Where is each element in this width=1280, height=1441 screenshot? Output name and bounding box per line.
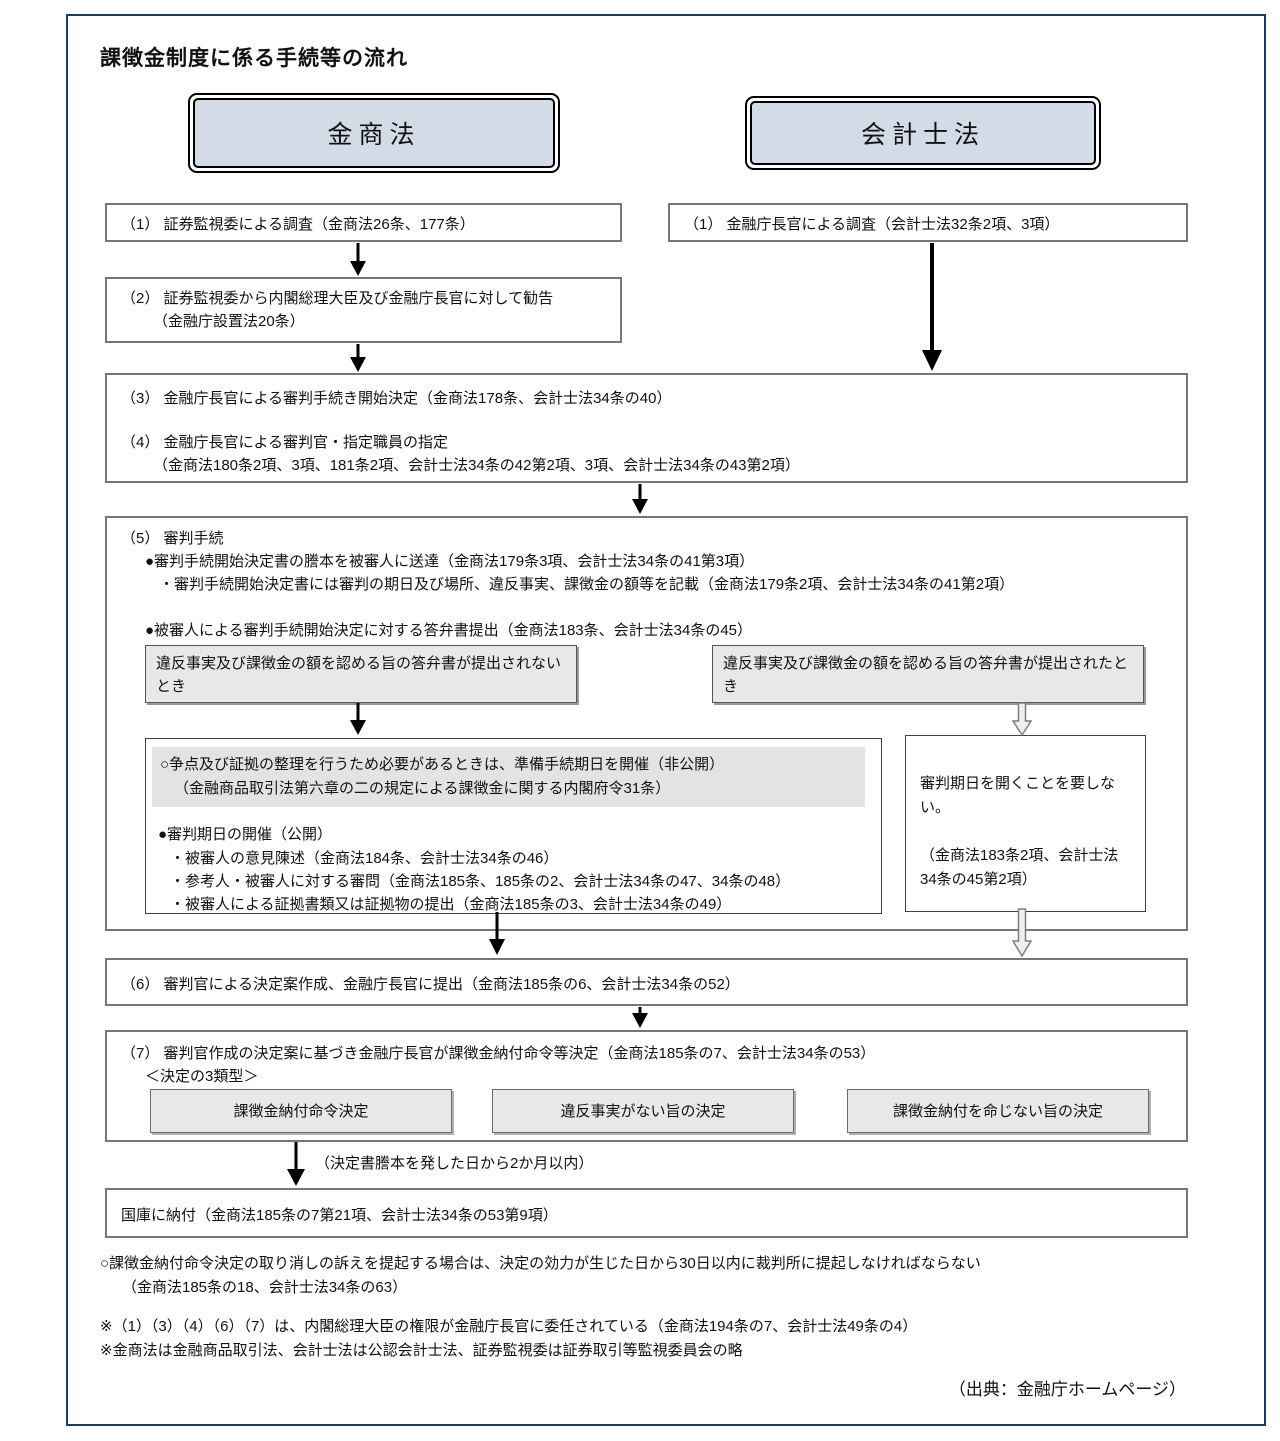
step1-right-text: （1） 金融庁長官による調査（会計士法32条2項、3項）	[684, 216, 1060, 233]
law-header-kinshoho-label: 金商法	[193, 98, 555, 168]
step4-line1: （4） 金融庁長官による審判官・指定職員の指定	[121, 434, 449, 451]
hearing-item-1: ・被審人の意見陳述（金商法184条、会計士法34条の46）	[170, 850, 559, 867]
treasury-text: 国庫に納付（金商法185条の7第21項、会計士法34条の53第9項）	[121, 1207, 558, 1224]
step7-line1: （7） 審判官作成の決定案に基づき金融庁長官が課徴金納付命令等決定（金商法185…	[121, 1045, 876, 1062]
step7-box: （7） 審判官作成の決定案に基づき金融庁長官が課徴金納付命令等決定（金商法185…	[105, 1030, 1188, 1142]
step4-line2: （金商法180条2項、3項、181条2項、会計士法34条の42第2項、3項、会計…	[153, 457, 800, 474]
step5-bullet1: ●審判手続開始決定書の謄本を被審人に送達（金商法179条3項、会計士法34条の4…	[145, 553, 755, 570]
hearing-item-3: ・被審人による証拠書類又は証拠物の提出（金商法185条の3、会計士法34条の49…	[170, 896, 732, 913]
law-header-kinshoho: 金商法	[188, 93, 560, 173]
condition-not-submitted-box: 違反事実及び課徴金の額を認める旨の答弁書が提出されないとき	[145, 645, 577, 703]
law-header-kaikeishiho: 会計士法	[745, 96, 1101, 170]
decision-no-violation: 違反事実がない旨の決定	[492, 1089, 794, 1133]
step5-box: （5） 審判手続 ●審判手続開始決定書の謄本を被審人に送達（金商法179条3項、…	[105, 516, 1188, 931]
preparation-highlight: ○争点及び証拠の整理を行うため必要があるときは、準備手続期日を開催（非公開） （…	[152, 747, 865, 807]
no-hearing-line1: 審判期日を開くことを要しない。	[920, 775, 1116, 816]
law-header-kaikeishiho-label: 会計士法	[750, 101, 1096, 165]
decision-no-payment-order: 課徴金納付を命じない旨の決定	[847, 1089, 1149, 1133]
step1-left-text: （1） 証券監視委による調査（金商法26条、177条）	[121, 216, 475, 233]
condition-submitted-text: 違反事実及び課徴金の額を認める旨の答弁書が提出されたとき	[723, 655, 1129, 695]
condition-submitted-box: 違反事実及び課徴金の額を認める旨の答弁書が提出されたとき	[712, 645, 1144, 703]
step2-box: （2） 証券監視委から内閣総理大臣及び金融庁長官に対して勧告 （金融庁設置法20…	[105, 277, 622, 343]
step5-heading: （5） 審判手続	[121, 530, 224, 547]
source-credit: （出典：金融庁ホームページ）	[948, 1380, 1186, 1399]
hearing-bullet: ●審判期日の開催（公開）	[158, 826, 333, 843]
step2-line2: （金融庁設置法20条）	[153, 313, 305, 330]
step1-right-box: （1） 金融庁長官による調査（会計士法32条2項、3項）	[668, 203, 1188, 242]
step1-left-box: （1） 証券監視委による調査（金商法26条、177条）	[105, 203, 622, 242]
treasury-box: 国庫に納付（金商法185条の7第21項、会計士法34条の53第9項）	[105, 1188, 1188, 1238]
note-appeal-line1: ○課徴金納付命令決定の取り消しの訴えを提起する場合は、決定の効力が生じた日から3…	[100, 1255, 981, 1272]
no-hearing-box: 審判期日を開くことを要しない。 （金商法183条2項、会計士法34条の45第2項…	[905, 735, 1146, 912]
no-hearing-line2: （金商法183条2項、会計士法34条の45第2項）	[920, 847, 1119, 888]
step7-line2: ＜決定の3類型＞	[145, 1068, 259, 1085]
condition-not-submitted-text: 違反事実及び課徴金の額を認める旨の答弁書が提出されないとき	[156, 655, 562, 695]
hearing-detail-box: ○争点及び証拠の整理を行うため必要があるときは、準備手続期日を開催（非公開） （…	[145, 738, 882, 914]
decision-payment-order: 課徴金納付命令決定	[150, 1089, 452, 1133]
note-delegation: ※（1）（3）（4）（6）（7）は、内閣総理大臣の権限が金融庁長官に委任されてい…	[100, 1318, 918, 1335]
step5-sub1: ・審判手続開始決定書には審判の期日及び場所、違反事実、課徴金の額等を記載（金商法…	[159, 576, 1015, 593]
hearing-item-2: ・参考人・被審人に対する審問（金商法185条、185条の2、会計士法34条の47…	[170, 873, 791, 890]
step6-box: （6） 審判官による決定案作成、金融庁長官に提出（金商法185条の6、会計士法3…	[105, 958, 1188, 1006]
deadline-label: （決定書謄本を発した日から2か月以内）	[315, 1155, 594, 1172]
preparation-line1: ○争点及び証拠の整理を行うため必要があるときは、準備手続期日を開催（非公開）	[160, 756, 725, 773]
note-abbreviations: ※金商法は金融商品取引法、会計士法は公認会計士法、証券監視委は証券取引等監視委員…	[100, 1342, 743, 1359]
step34-box: （3） 金融庁長官による審判手続き開始決定（金商法178条、会計士法34条の40…	[105, 373, 1188, 483]
step3-text: （3） 金融庁長官による審判手続き開始決定（金商法178条、会計士法34条の40…	[121, 390, 672, 407]
step2-line1: （2） 証券監視委から内閣総理大臣及び金融庁長官に対して勧告	[121, 290, 554, 307]
preparation-line2: （金融商品取引法第六章の二の規定による課徴金に関する内閣府令31条）	[174, 780, 671, 797]
step6-text: （6） 審判官による決定案作成、金融庁長官に提出（金商法185条の6、会計士法3…	[121, 976, 740, 993]
page-title: 課徴金制度に係る手続等の流れ	[100, 47, 408, 70]
step5-bullet2: ●被審人による審判手続開始決定に対する答弁書提出（金商法183条、会計士法34条…	[145, 622, 753, 639]
note-appeal-line2: （金商法185条の18、会計士法34条の63）	[122, 1279, 408, 1296]
